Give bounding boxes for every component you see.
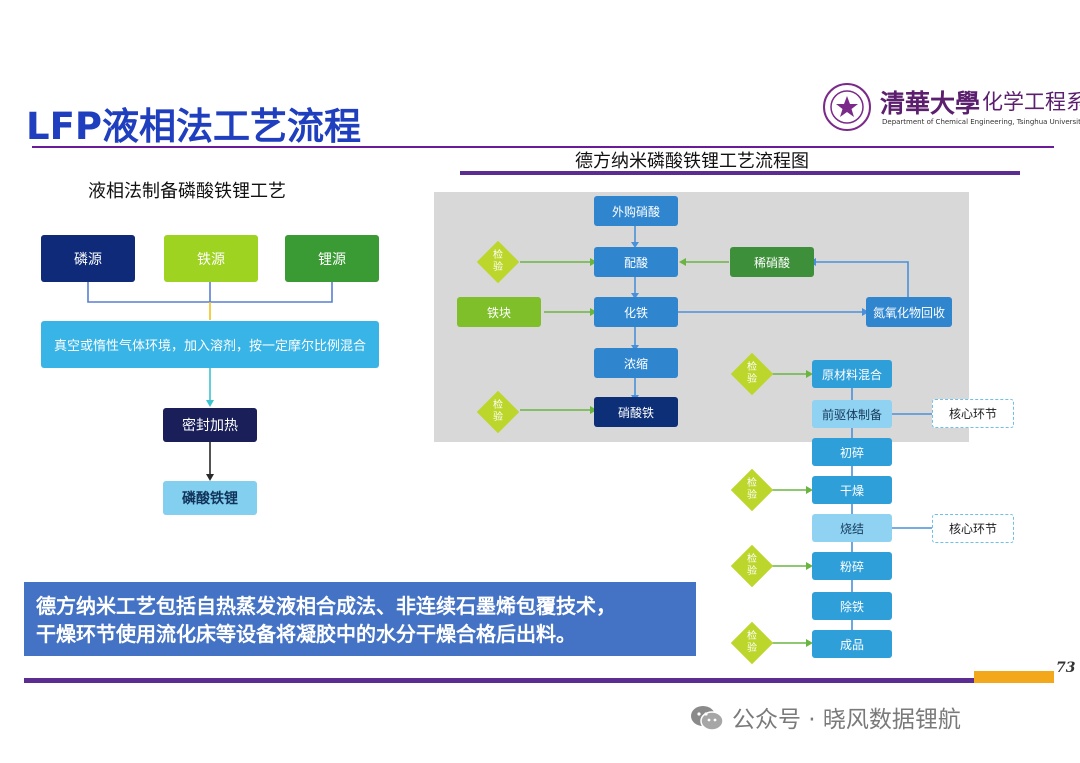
step-iron-removal: 除铁: [812, 592, 892, 620]
inspection-text: 验: [747, 566, 757, 577]
step-sintering: 烧结: [812, 514, 892, 542]
source-lithium: 锂源: [285, 235, 379, 282]
summary-note: 德方纳米工艺包括自热蒸发液相合成法、非连续石墨烯包覆技术， 干燥环节使用流化床等…: [24, 582, 696, 656]
inspection-text: 检: [493, 250, 503, 261]
inspection-text: 验: [747, 374, 757, 385]
page-title: LFP液相法工艺流程: [26, 105, 361, 148]
inspection-diamond: 检验: [730, 544, 774, 588]
inspection-text: 检: [747, 554, 757, 565]
step-finished-product: 成品: [812, 630, 892, 658]
inspection-text: 检: [493, 400, 503, 411]
lfp-flow-connectors: [772, 370, 932, 647]
footer-bar: [24, 678, 974, 683]
inspection-text: 检: [747, 631, 757, 642]
core-step-tag: 核心环节: [932, 514, 1014, 543]
step-precursor-preparation: 前驱体制备: [812, 400, 892, 428]
flow-purchased-nitric-acid: 外购硝酸: [594, 196, 678, 226]
caption-rule: [460, 171, 1020, 175]
flow-dilute-nitric-acid: 稀硝酸: [730, 247, 814, 277]
inspection-diamond: 检验: [730, 352, 774, 396]
watermark-text: 公众号 · 晓风数据锂航: [732, 707, 961, 733]
source-phosphorus: 磷源: [41, 235, 135, 282]
inspection-diamond: 检验: [476, 390, 520, 434]
step-primary-crushing: 初碎: [812, 438, 892, 466]
flow-iron-dissolution: 化铁: [594, 297, 678, 327]
inspection-text: 验: [493, 412, 503, 423]
summary-line-2: 干燥环节使用流化床等设备将凝胶中的水分干燥合格后出料。: [36, 622, 576, 646]
step-raw-material-mixing: 原材料混合: [812, 360, 892, 388]
inspection-text: 验: [493, 262, 503, 273]
header-rule: [32, 146, 1054, 148]
university-logo: 清華大學 化学工程系 Department of Chemical Engine…: [822, 82, 1080, 134]
page-number: 73: [1056, 660, 1076, 676]
logo-university-name: 清華大學: [880, 89, 981, 118]
flow-iron-block: 铁块: [457, 297, 541, 327]
inspection-text: 验: [747, 643, 757, 654]
inspection-diamond: 检验: [476, 240, 520, 284]
inspection-text: 检: [747, 478, 757, 489]
inspection-text: 验: [747, 490, 757, 501]
mixing-step: 真空或惰性气体环境，加入溶剂，按一定摩尔比例混合: [41, 321, 379, 368]
source-iron: 铁源: [164, 235, 258, 282]
wechat-icon: [691, 706, 724, 731]
left-caption: 液相法制备磷酸铁锂工艺: [88, 181, 286, 202]
footer-accent: [974, 671, 1054, 683]
sealed-heating-step: 密封加热: [163, 408, 257, 442]
right-caption: 德方纳米磷酸铁锂工艺流程图: [575, 151, 809, 172]
flow-nox-recovery: 氮氧化物回收: [866, 297, 952, 327]
inspection-diamond: 检验: [730, 621, 774, 665]
step-pulverizing: 粉碎: [812, 552, 892, 580]
flow-iron-nitrate: 硝酸铁: [594, 397, 678, 427]
inspection-diamond: 检验: [730, 468, 774, 512]
summary-line-1: 德方纳米工艺包括自热蒸发液相合成法、非连续石墨烯包覆技术，: [36, 594, 616, 618]
left-connectors: [87, 282, 333, 481]
seal-icon: [823, 83, 871, 131]
lfp-product: 磷酸铁锂: [163, 481, 257, 515]
watermark: 公众号 · 晓风数据锂航: [690, 700, 961, 734]
inspection-text: 检: [747, 362, 757, 373]
logo-english: Department of Chemical Engineering, Tsin…: [882, 118, 1080, 126]
core-step-tag: 核心环节: [932, 399, 1014, 428]
step-drying: 干燥: [812, 476, 892, 504]
logo-department: 化学工程系: [982, 90, 1080, 114]
flow-concentration: 浓缩: [594, 348, 678, 378]
flow-acid-mixing: 配酸: [594, 247, 678, 277]
